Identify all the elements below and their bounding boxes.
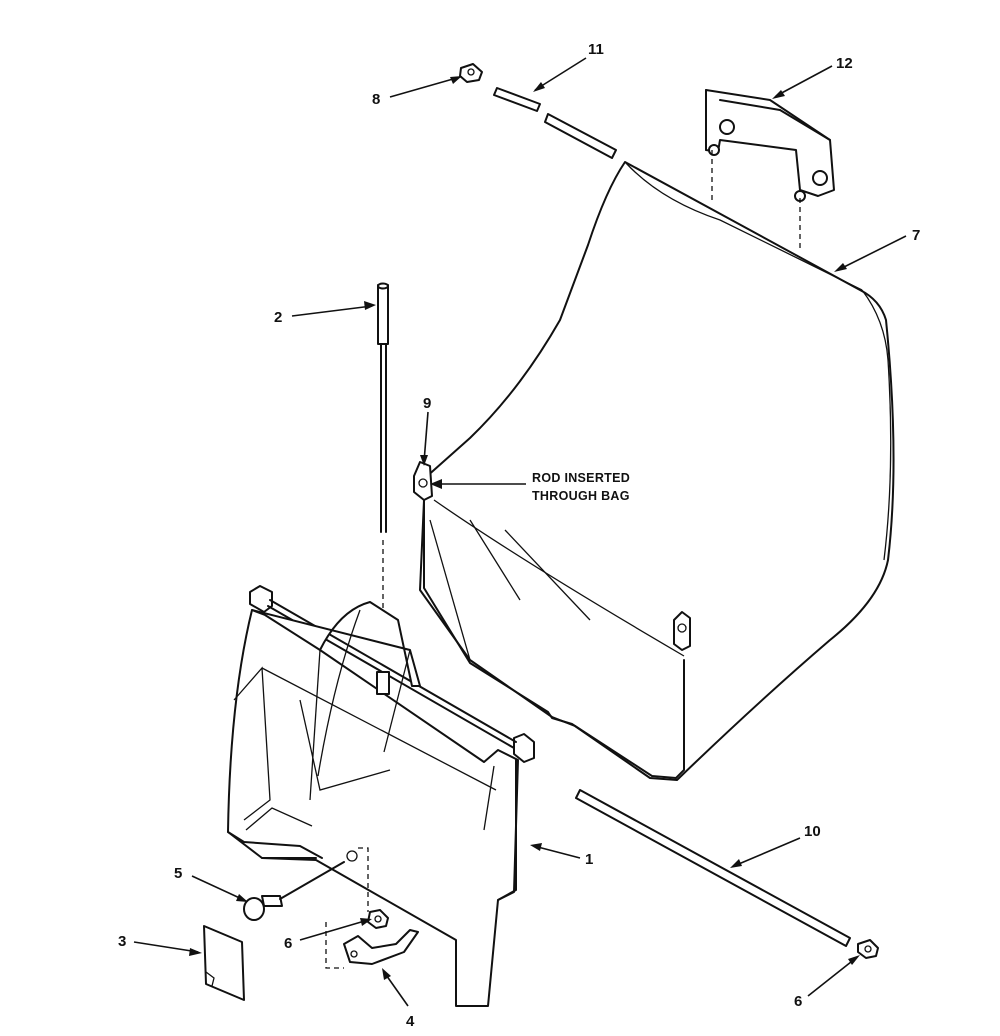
part-12-bracket [705, 89, 835, 250]
callout-10: 10 [804, 823, 821, 840]
callout-6-center: 6 [284, 935, 292, 952]
callout-12: 12 [836, 55, 853, 72]
callout-11: 11 [588, 41, 604, 58]
note-rod-inserted-line2: THROUGH BAG [532, 489, 630, 503]
callout-labels: 8 11 12 7 2 9 ROD INSERTED THROUGH BAG 1… [118, 41, 920, 1030]
callout-8: 8 [372, 91, 380, 108]
part-2-rod [377, 282, 389, 612]
part-10-rod [575, 789, 851, 947]
part-7-bag [413, 161, 895, 781]
part-5-bolt [243, 861, 345, 921]
callout-1: 1 [585, 851, 593, 868]
part-8-nut [459, 63, 483, 83]
callout-6-right: 6 [794, 993, 802, 1010]
part-4-clip [325, 922, 419, 969]
callout-5: 5 [174, 865, 182, 882]
part-1-frame [227, 585, 535, 1007]
part-6-nut-center [367, 909, 389, 929]
part-6-nut-right [857, 939, 879, 959]
callout-4: 4 [406, 1013, 415, 1030]
callout-2: 2 [274, 309, 282, 326]
part-11-pins [493, 87, 617, 159]
leader-lines [133, 57, 907, 1007]
callout-7: 7 [912, 227, 920, 244]
callout-9: 9 [423, 395, 431, 412]
part-3-decal [203, 925, 245, 1001]
callout-3: 3 [118, 933, 126, 950]
note-rod-inserted-line1: ROD INSERTED [532, 471, 630, 485]
